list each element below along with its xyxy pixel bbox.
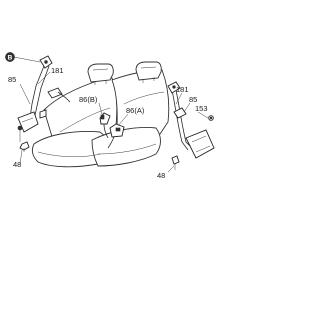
callout-48-right: 48: [157, 171, 165, 180]
callout-153: 153: [195, 104, 208, 113]
callout-86b: 86(B): [79, 95, 98, 104]
callout-b-marker-text: B: [8, 54, 13, 61]
buckle-86a: [107, 123, 125, 149]
rear-seat-assembly: [31, 61, 170, 168]
right-seatbelt-retractor: [167, 81, 215, 170]
seat-cushion-right: [91, 127, 161, 167]
callout-85-right: 85: [189, 95, 197, 104]
headrest-left: [87, 63, 114, 85]
callout-b-marker: B: [5, 52, 15, 62]
callout-labels: B 181 85 48 86(B) 86(A) 181 85 153 48: [5, 52, 208, 180]
callout-181-right: 181: [176, 85, 189, 94]
buckle-86b: [99, 112, 111, 139]
callout-85-left: 85: [8, 75, 16, 84]
bolt-153: [208, 115, 214, 121]
callout-181-left: 181: [51, 66, 64, 75]
callout-86a: 86(A): [126, 106, 145, 115]
callout-48-left: 48: [13, 160, 21, 169]
seat-belt-parts-diagram: B 181 85 48 86(B) 86(A) 181 85 153 48: [5, 52, 215, 180]
bolt-48-right: [171, 155, 180, 170]
headrest-right: [135, 61, 162, 83]
bolt-48-left: [19, 141, 30, 152]
leader-lines: [13, 56, 209, 173]
